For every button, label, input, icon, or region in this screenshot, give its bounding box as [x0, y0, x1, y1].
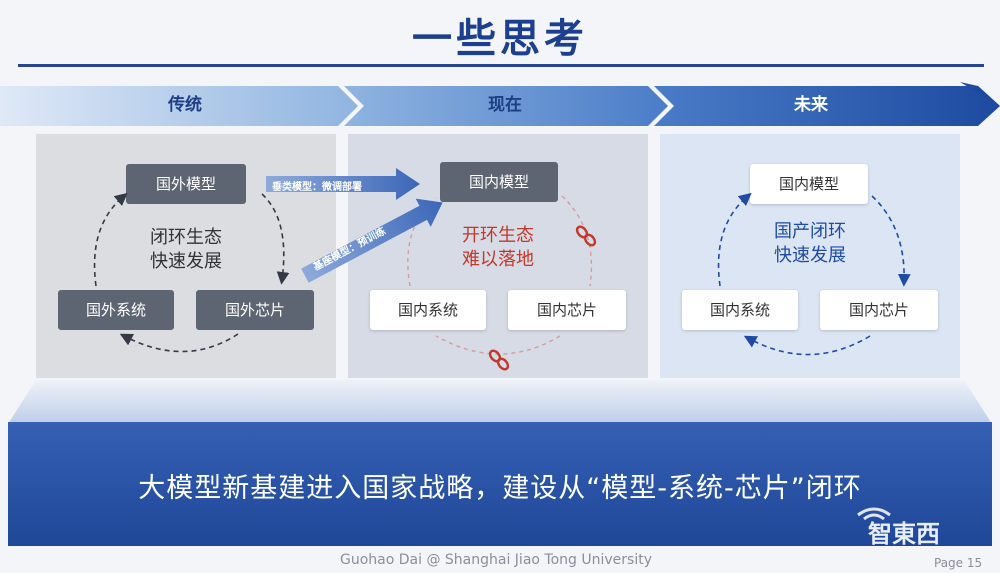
stage-label-future: 未来	[794, 95, 828, 115]
box-domestic-chip-present: 国内芯片	[508, 290, 626, 330]
title-underline	[18, 64, 984, 67]
box-domestic-system-future: 国内系统	[682, 290, 798, 330]
box-foreign-chip: 国外芯片	[196, 290, 314, 330]
chevron-future	[654, 86, 1000, 126]
summary-banner: 大模型新基建进入国家战略，建设从“模型-系统-芯片”闭环	[8, 422, 992, 546]
stage-label-traditional: 传统	[168, 95, 202, 115]
watermark-logo-text: 智東西	[868, 520, 940, 548]
chevron-present	[344, 86, 668, 126]
box-domestic-chip-future: 国内芯片	[820, 290, 938, 330]
summary-banner-text: 大模型新基建进入国家战略，建设从“模型-系统-芯片”闭环	[138, 473, 862, 504]
present-center-line2: 难以落地	[462, 249, 534, 270]
present-center-text: 开环生态 难以落地	[438, 224, 558, 272]
stage-chevrons	[0, 82, 1000, 126]
box-foreign-system: 国外系统	[58, 290, 174, 330]
panel-future: 国内模型 国产闭环 快速发展 国内系统 国内芯片	[660, 134, 960, 378]
traditional-center-line1: 闭环生态	[150, 227, 222, 248]
future-center-line2: 快速发展	[774, 245, 846, 266]
box-foreign-model: 国外模型	[126, 164, 246, 204]
watermark-logo-graphic	[857, 507, 891, 521]
box-domestic-system-present: 国内系统	[370, 290, 486, 330]
chevron-top-tip	[960, 82, 1000, 106]
panel-present: 国内模型 开环生态 难以落地 国内系统 国内芯片	[348, 134, 648, 378]
transfer-arrow-upper-label: 垂类模型：微调部署	[272, 182, 362, 193]
future-center-line1: 国产闭环	[774, 221, 846, 242]
chevron-traditional	[0, 86, 358, 126]
footer-credit: Guohao Dai @ Shanghai Jiao Tong Universi…	[340, 552, 652, 568]
panel-traditional: 国外模型 闭环生态 快速发展 国外系统 国外芯片	[36, 134, 336, 378]
traditional-center-text: 闭环生态 快速发展	[126, 226, 246, 274]
stage-label-present: 现在	[488, 95, 522, 115]
box-domestic-model-future: 国内模型	[750, 164, 868, 204]
future-center-text: 国产闭环 快速发展	[750, 220, 870, 268]
present-center-line1: 开环生态	[462, 225, 534, 246]
footer-page-number: Page 15	[934, 556, 983, 570]
banner-perspective	[8, 380, 992, 424]
traditional-center-line2: 快速发展	[150, 251, 222, 272]
box-domestic-model-present: 国内模型	[440, 162, 558, 202]
slide-title: 一些思考	[412, 16, 588, 62]
watermark-logo	[838, 505, 978, 545]
